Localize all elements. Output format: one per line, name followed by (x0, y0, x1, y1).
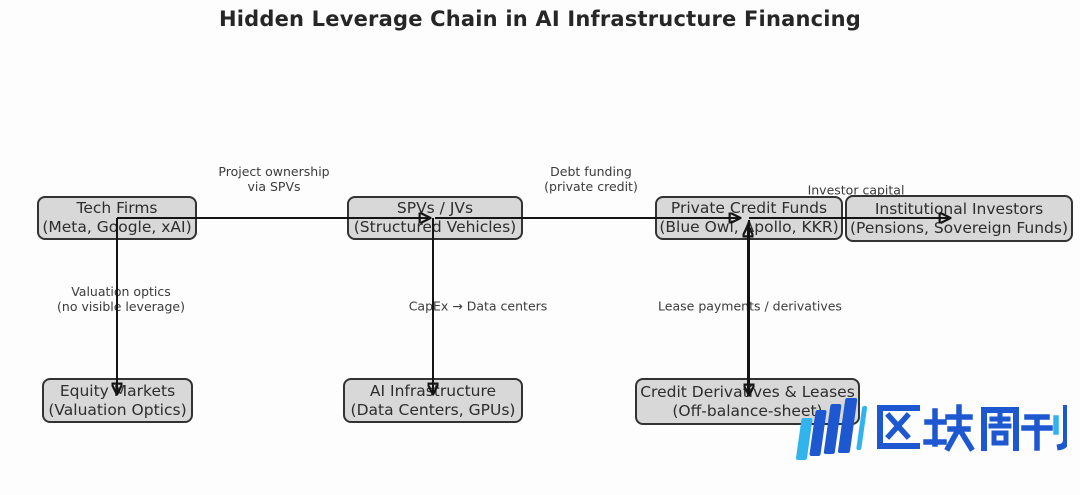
blockweekly-logo (795, 398, 1069, 460)
edge-label-project-ownership: Project ownership via SPVs (218, 164, 329, 194)
node-private-credit-funds: Private Credit Funds (Blue Owl, Apollo, … (655, 196, 843, 240)
edge-label-line: Debt funding (550, 164, 632, 179)
edge-label-line: Investor capital (807, 182, 905, 198)
edge-label-line: CapEx → Data centers (408, 298, 548, 314)
node-title: Institutional Investors (874, 199, 1044, 218)
node-spvs-jvs: SPVs / JVs (Structured Vehicles) (347, 196, 523, 240)
logo-bars-icon (795, 398, 868, 460)
node-title: AI Infrastructure (369, 381, 497, 400)
edge-label-capex: CapEx → Data centers (409, 299, 548, 314)
edge-label-valuation-optics: Valuation optics (no visible leverage) (57, 284, 185, 314)
edge-label-line: via SPVs (247, 179, 301, 194)
node-subtitle: (Off-balance-sheet) (672, 401, 823, 420)
edge-label-line: Project ownership (218, 164, 330, 179)
node-subtitle: (Pensions, Sovereign Funds) (850, 218, 1068, 237)
edge-label-line: Lease payments / derivatives (658, 298, 842, 314)
edge-label-line: (private credit) (544, 179, 638, 194)
node-title: Equity Markets (59, 381, 176, 400)
glyph-qu (877, 405, 920, 449)
node-title: Tech Firms (76, 199, 158, 217)
node-ai-infrastructure: AI Infrastructure (Data Centers, GPUs) (343, 378, 523, 423)
node-subtitle: (Structured Vehicles) (353, 218, 517, 236)
node-subtitle: (Valuation Optics) (48, 400, 187, 419)
edge-label-lease-payments: Lease payments / derivatives (658, 299, 842, 314)
node-subtitle: (Data Centers, GPUs) (350, 400, 516, 419)
glyph-kuai (923, 404, 975, 452)
diagram-title: Hidden Leverage Chain in AI Infrastructu… (218, 7, 862, 31)
edge-label-investor-capital: Investor capital (808, 183, 905, 198)
node-title: Private Credit Funds (670, 199, 828, 217)
edge-label-debt-funding: Debt funding (private credit) (544, 164, 638, 194)
node-tech-firms: Tech Firms (Meta, Google, xAI) (37, 196, 197, 240)
watermark: 区块周刊 (795, 394, 1069, 474)
glyph-kan (1021, 405, 1069, 451)
edge-label-line: (no visible leverage) (57, 299, 185, 314)
node-subtitle: (Meta, Google, xAI) (42, 218, 192, 236)
node-title: SPVs / JVs (396, 199, 474, 217)
glyph-zhou (981, 407, 1019, 451)
edge-label-line: Valuation optics (71, 284, 171, 299)
node-institutional-investors: Institutional Investors (Pensions, Sover… (845, 195, 1073, 242)
node-equity-markets: Equity Markets (Valuation Optics) (42, 378, 193, 423)
node-subtitle: (Blue Owl, Apollo, KKR) (659, 218, 839, 236)
